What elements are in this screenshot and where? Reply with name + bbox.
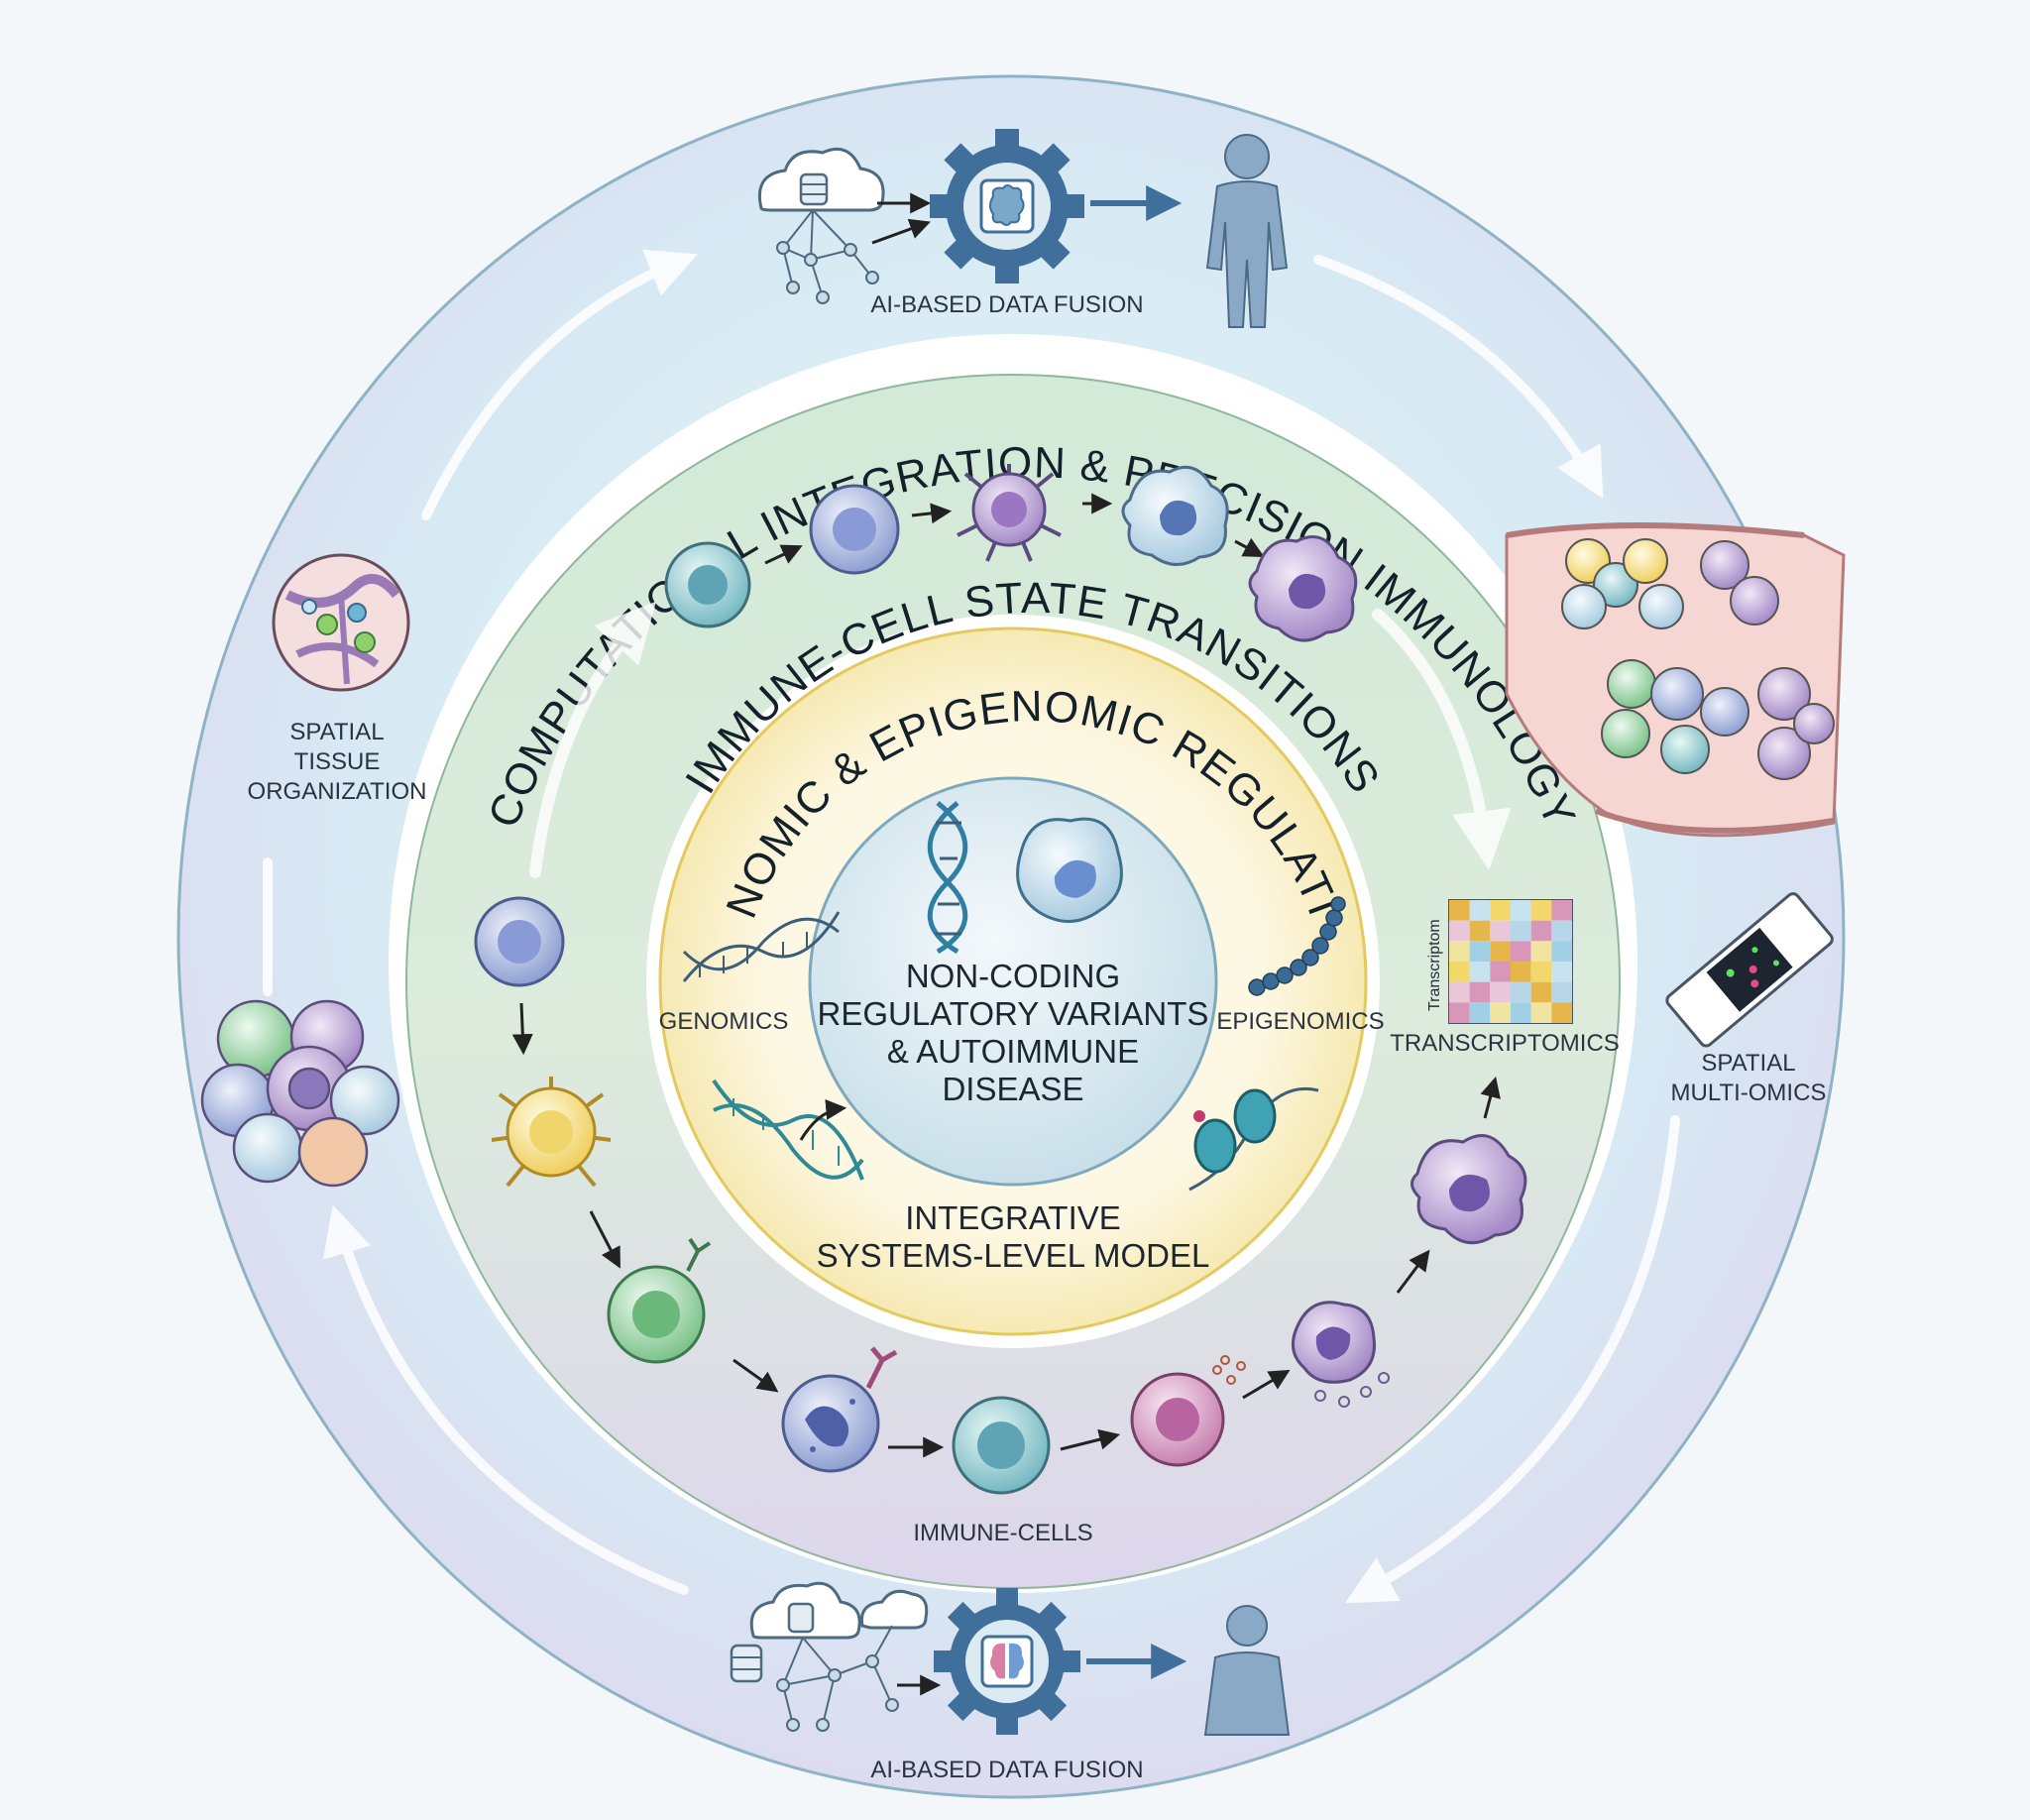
cell-teal bbox=[664, 541, 751, 628]
dna-transcription-icon bbox=[712, 1079, 864, 1181]
cell-teal-bottom bbox=[952, 1396, 1051, 1495]
heatmap-cell bbox=[1530, 962, 1552, 982]
spatial-tissue-label-1: SPATIAL bbox=[289, 719, 384, 745]
heatmap-cell bbox=[1511, 920, 1531, 942]
heatmap-cell bbox=[1551, 941, 1572, 962]
cell-cluster-icon bbox=[200, 999, 400, 1188]
spatial-tissue-label-3: ORGANIZATION bbox=[248, 778, 427, 805]
spatial-multi-label-1: SPATIAL bbox=[1701, 1050, 1795, 1077]
genomics-label: GENOMICS bbox=[659, 1008, 789, 1035]
heatmap-cell bbox=[1490, 941, 1511, 962]
cell-activated-macrophage bbox=[1248, 535, 1358, 642]
cell-large-macrophage bbox=[1410, 1134, 1527, 1245]
transcriptomics-label: TRANSCRIPTOMICS bbox=[1390, 1030, 1620, 1057]
top-fusion-pipeline: AI-BASED DATA FUSION bbox=[758, 129, 1289, 328]
heatmap-cell bbox=[1490, 900, 1511, 921]
heatmap-cell bbox=[1530, 1002, 1552, 1023]
heatmap-cell bbox=[1511, 981, 1531, 1003]
heatmap-cell bbox=[1449, 900, 1470, 921]
core-text-line-2: REGULATORY VARIANTS bbox=[818, 995, 1209, 1032]
fusion-bottom-label: AI-BASED DATA FUSION bbox=[870, 1757, 1143, 1783]
heatmap-cell bbox=[1449, 1002, 1470, 1023]
heatmap-cell bbox=[1469, 920, 1491, 942]
bottom-fusion-pipeline: AI-BASED DATA FUSION bbox=[730, 1581, 1291, 1783]
transcriptomics-heatmap bbox=[1448, 899, 1573, 1024]
heatmap-cell bbox=[1551, 1002, 1572, 1023]
cell-granulocyte bbox=[781, 1346, 898, 1473]
nucleosome-icon bbox=[1188, 1086, 1319, 1192]
ai-gear-icon bbox=[934, 1588, 1080, 1735]
human-figure-icon bbox=[1205, 134, 1289, 328]
chromatin-fiber-icon bbox=[1248, 896, 1346, 996]
heatmap-cell bbox=[1511, 1002, 1531, 1023]
core-text-line-3: & AUTOIMMUNE bbox=[887, 1033, 1139, 1070]
heatmap-cell bbox=[1551, 981, 1572, 1003]
heatmap-cell bbox=[1469, 962, 1491, 982]
spatial-multi-label-2: MULTI-OMICS bbox=[1671, 1080, 1827, 1106]
tissue-inset-icon bbox=[272, 553, 410, 692]
heatmap-cell bbox=[1530, 900, 1552, 921]
immune-cells-label: IMMUNE-CELLS bbox=[913, 1520, 1092, 1546]
cell-blue-left bbox=[474, 896, 565, 987]
heatmap-cell bbox=[1449, 981, 1470, 1003]
heatmap-cell bbox=[1490, 962, 1511, 982]
core-text-line-4: DISEASE bbox=[942, 1071, 1083, 1107]
ai-gear-icon bbox=[930, 129, 1084, 284]
model-text-line-2: SYSTEMS-LEVEL MODEL bbox=[817, 1237, 1210, 1274]
model-text-line-1: INTEGRATIVE bbox=[905, 1199, 1121, 1236]
cloud-database-icon bbox=[758, 148, 885, 304]
human-figure-icon bbox=[1203, 1605, 1291, 1736]
cloud-database-icon bbox=[730, 1581, 929, 1732]
outer-flow-arrows bbox=[263, 249, 1680, 1604]
dna-helix-icon bbox=[682, 911, 841, 982]
heatmap-cell bbox=[1449, 920, 1470, 942]
heatmap-cell bbox=[1551, 962, 1572, 982]
heatmap-cell bbox=[1551, 920, 1572, 942]
heatmap-cell bbox=[1469, 1002, 1491, 1023]
cell-magenta bbox=[1130, 1355, 1246, 1467]
heatmap-cell bbox=[1490, 1002, 1511, 1023]
spatial-tissue-label-2: TISSUE bbox=[294, 748, 381, 775]
heatmap-axis-label: Transcriptom bbox=[1426, 919, 1443, 1011]
cell-macrophage bbox=[1121, 465, 1229, 566]
cell-dendritic bbox=[957, 464, 1062, 562]
cell-green-bcell bbox=[607, 1237, 712, 1364]
heatmap-cell bbox=[1511, 900, 1531, 921]
heatmap-cell bbox=[1449, 962, 1470, 982]
cell-yellow-dendritic bbox=[491, 1077, 612, 1188]
heatmap-cell bbox=[1511, 962, 1531, 982]
heatmap-cell bbox=[1530, 941, 1552, 962]
core-text-line-1: NON-CODING bbox=[906, 958, 1120, 994]
fusion-top-label: AI-BASED DATA FUSION bbox=[870, 291, 1143, 318]
middle-flow-arrows bbox=[529, 601, 1512, 878]
cell-apoptotic bbox=[1291, 1301, 1390, 1408]
cell-blue bbox=[809, 484, 900, 575]
heatmap-cell bbox=[1469, 941, 1491, 962]
epigenomics-label: EPIGENOMICS bbox=[1216, 1008, 1384, 1035]
heatmap-cell bbox=[1449, 941, 1470, 962]
vessel-tissue-icon bbox=[1505, 522, 1846, 838]
heatmap-cell bbox=[1530, 981, 1552, 1003]
heatmap-cell bbox=[1530, 920, 1552, 942]
heatmap-cell bbox=[1469, 900, 1491, 921]
heatmap-cell bbox=[1551, 900, 1572, 921]
core-dna-icon bbox=[927, 801, 968, 955]
heatmap-cell bbox=[1490, 981, 1511, 1003]
spatial-slide-icon bbox=[1665, 892, 1834, 1048]
heatmap-cell bbox=[1511, 941, 1531, 962]
heatmap-cell bbox=[1469, 981, 1491, 1003]
heatmap-cell bbox=[1490, 920, 1511, 942]
core-cell-icon bbox=[1016, 817, 1123, 923]
